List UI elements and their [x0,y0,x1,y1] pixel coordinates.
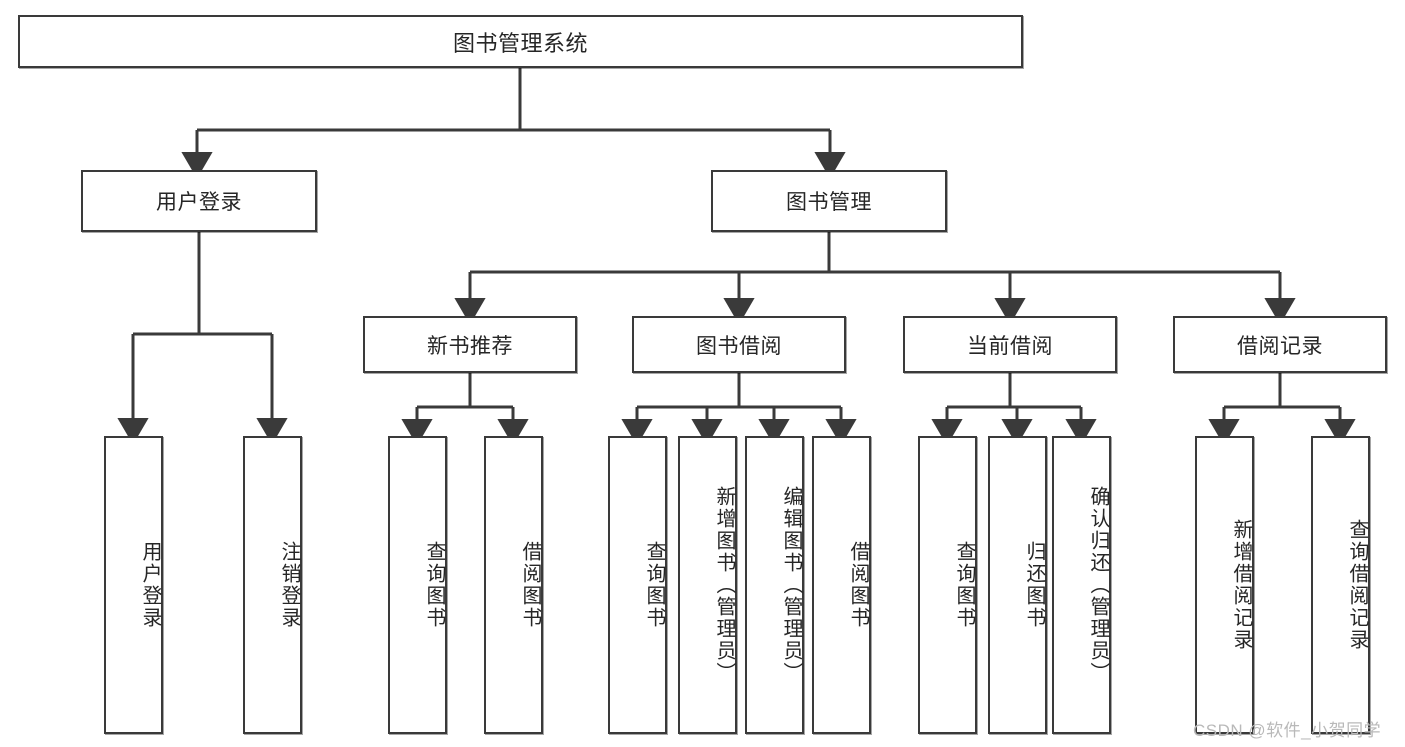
node-label: 借阅图书 [519,541,541,629]
node-label: 归还图书 [1023,541,1045,629]
node-label: 图书借阅 [696,334,782,358]
node-leaf-user-login[interactable]: 用户登录 [104,436,163,734]
node-leaf-add-book[interactable]: 新增图书（管理员） [678,436,737,734]
node-label: 注销登录 [278,541,300,629]
node-leaf-add-record[interactable]: 新增借阅记录 [1195,436,1254,734]
node-leaf-edit-book[interactable]: 编辑图书（管理员） [745,436,804,734]
node-leaf-query-book-3[interactable]: 查询图书 [918,436,977,734]
node-label: 新增图书（管理员） [713,486,735,684]
node-borrow-record[interactable]: 借阅记录 [1173,316,1387,373]
node-leaf-borrow-book-2[interactable]: 借阅图书 [812,436,871,734]
node-leaf-query-record[interactable]: 查询借阅记录 [1311,436,1370,734]
node-leaf-return-book[interactable]: 归还图书 [988,436,1047,734]
node-leaf-query-book-1[interactable]: 查询图书 [388,436,447,734]
node-new-book-recommend[interactable]: 新书推荐 [363,316,577,373]
node-book-management[interactable]: 图书管理 [711,170,947,232]
node-label: 图书管理 [786,191,872,214]
node-label: 借阅图书 [847,541,869,629]
node-label: 查询借阅记录 [1346,519,1368,651]
node-label: 查询图书 [423,541,445,629]
node-book-borrow[interactable]: 图书借阅 [632,316,846,373]
node-user-login[interactable]: 用户登录 [81,170,317,232]
node-label: 查询图书 [643,541,665,629]
node-label: 新增借阅记录 [1230,519,1252,651]
node-leaf-query-book-2[interactable]: 查询图书 [608,436,667,734]
node-label: 图书管理系统 [452,30,588,56]
node-label: 用户登录 [156,191,242,214]
node-label: 编辑图书（管理员） [780,486,802,684]
node-leaf-confirm-return[interactable]: 确认归还（管理员） [1052,436,1111,734]
node-current-borrow[interactable]: 当前借阅 [903,316,1117,373]
node-label: 用户登录 [139,541,161,629]
node-root-system[interactable]: 图书管理系统 [18,15,1023,68]
node-leaf-user-logout[interactable]: 注销登录 [243,436,302,734]
node-label: 借阅记录 [1237,334,1323,358]
node-leaf-borrow-book-1[interactable]: 借阅图书 [484,436,543,734]
csdn-watermark: CSDN @软件_小贺同学 [1193,721,1382,740]
node-label: 查询图书 [953,541,975,629]
node-label: 确认归还（管理员） [1087,486,1109,684]
node-label: 当前借阅 [967,334,1053,358]
node-label: 新书推荐 [427,334,513,358]
